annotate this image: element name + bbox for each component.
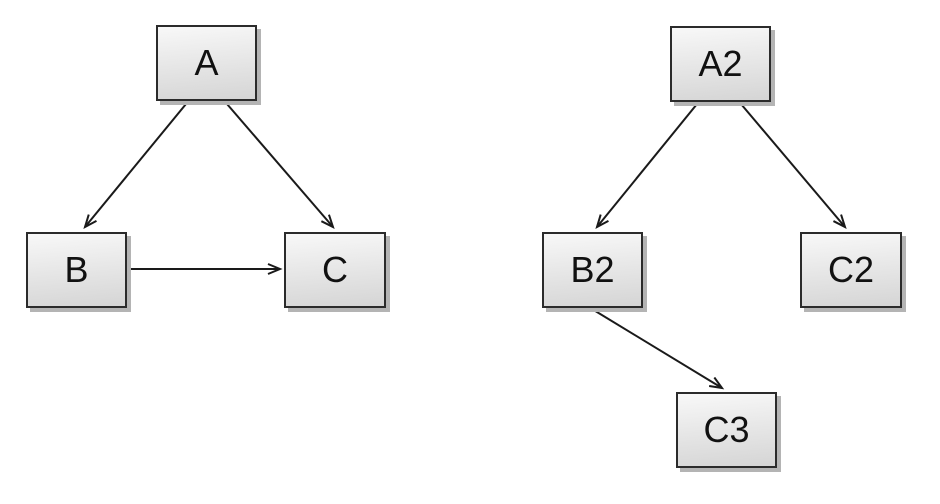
edge-A2-C2 bbox=[740, 103, 847, 229]
edge-A-B bbox=[83, 103, 187, 230]
node-B: B bbox=[26, 232, 127, 308]
node-label: B2 bbox=[570, 249, 615, 290]
edge-A-C bbox=[226, 103, 335, 229]
node-C3: C3 bbox=[676, 392, 777, 468]
edge-B2-C3 bbox=[591, 308, 725, 390]
edge-A2-B2 bbox=[595, 103, 698, 230]
node-A: A bbox=[156, 25, 257, 101]
node-A2: A2 bbox=[670, 26, 771, 102]
node-B2: B2 bbox=[542, 232, 643, 308]
node-C2: C2 bbox=[800, 232, 902, 308]
node-label: C2 bbox=[827, 249, 875, 290]
node-label: A2 bbox=[698, 43, 743, 84]
node-label: C3 bbox=[703, 409, 750, 450]
node-label: C bbox=[322, 249, 348, 290]
node-C: C bbox=[284, 232, 386, 308]
node-label: A bbox=[194, 42, 219, 83]
node-label: B bbox=[64, 249, 89, 290]
